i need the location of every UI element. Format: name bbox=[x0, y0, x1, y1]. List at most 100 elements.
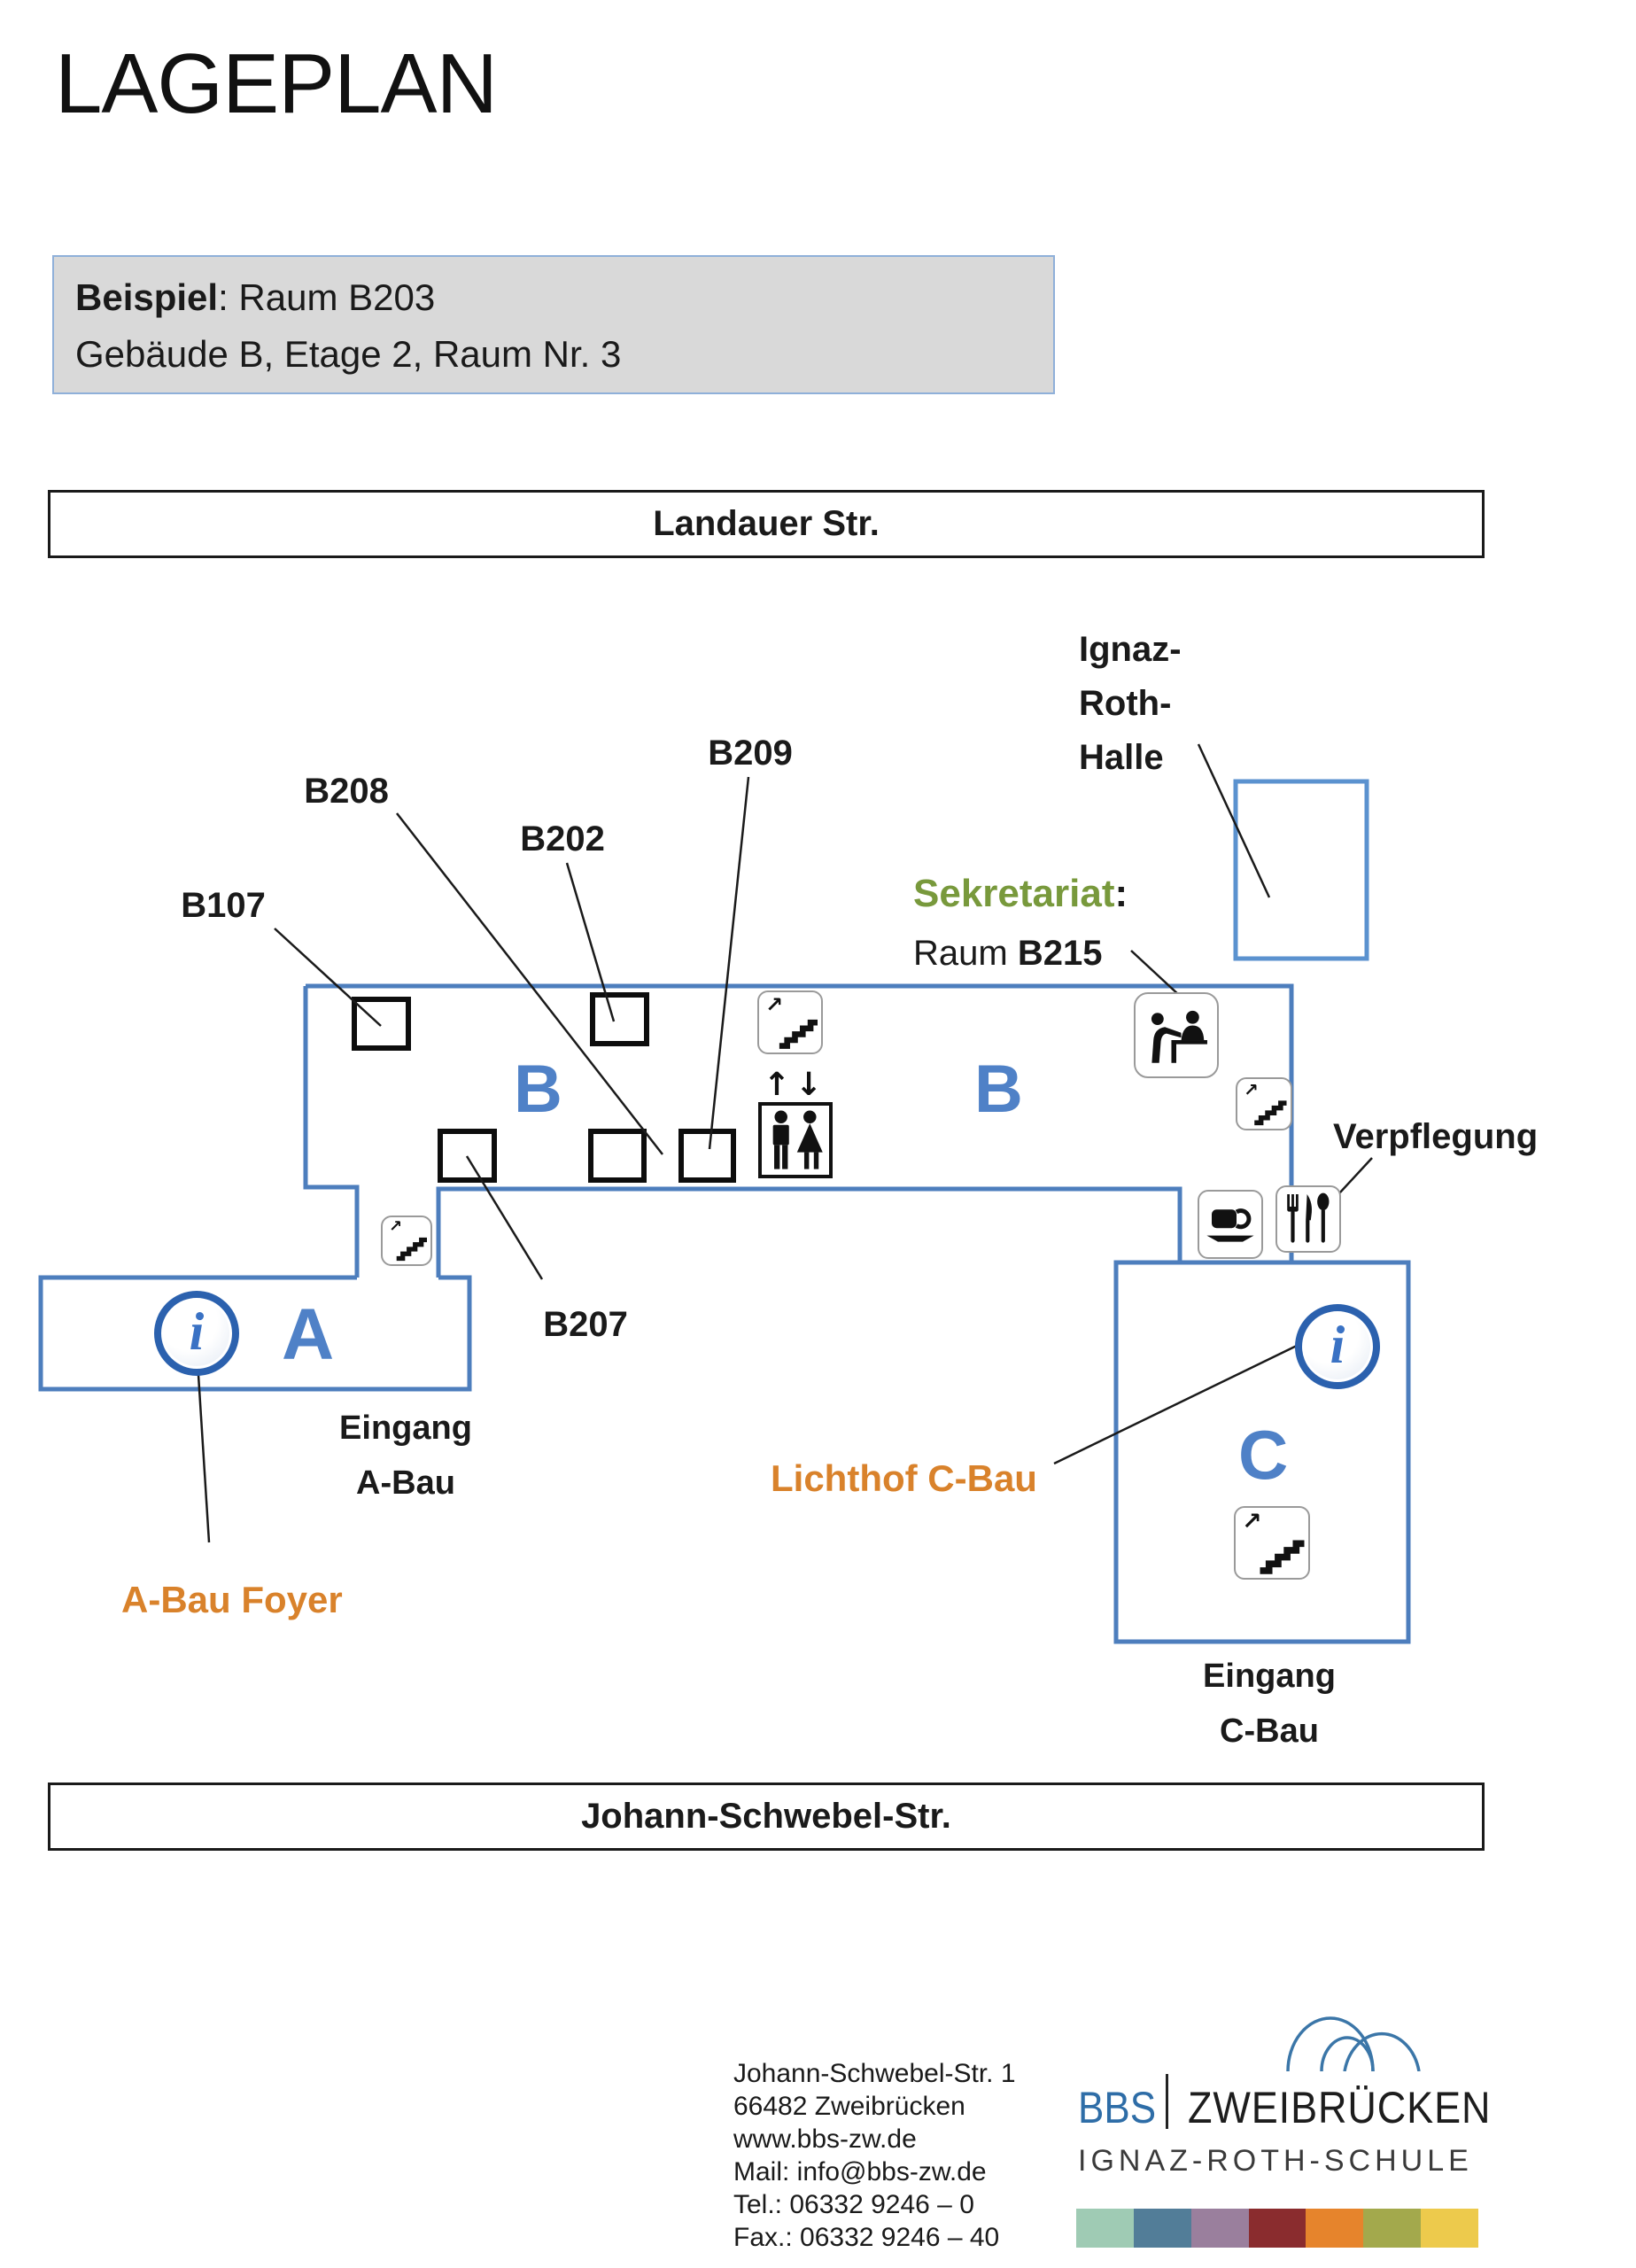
building-b-outline-top-right bbox=[306, 983, 1294, 1262]
stairs-steps-icon bbox=[1254, 1100, 1287, 1126]
lichthof-c-bau-label: Lichthof C-Bau bbox=[771, 1457, 1037, 1499]
address-line: Tel.: 06332 9246 – 0 bbox=[733, 2190, 974, 2219]
page-title: LAGEPLAN bbox=[55, 36, 498, 131]
leader-lines bbox=[197, 743, 1373, 1543]
stairs-arrow-icon: ↗ bbox=[765, 992, 784, 1017]
building-outlines bbox=[38, 983, 1411, 1644]
building-a-outline bbox=[38, 1275, 472, 1392]
ignaz-roth-halle-outline bbox=[1233, 779, 1369, 961]
street-johann-schwebel-label: Johann-Schwebel-Str. bbox=[581, 1797, 951, 1836]
elevator-icon: ↑↓ bbox=[755, 1068, 836, 1178]
building-letter-a: A bbox=[282, 1294, 335, 1375]
strip-segment bbox=[1421, 2209, 1479, 2248]
footer-address: Johann-Schwebel-Str. 1 66482 Zweibrücken… bbox=[733, 2057, 1016, 2254]
leader-b207 bbox=[465, 1155, 544, 1280]
leader-b215 bbox=[1130, 950, 1181, 997]
raum-b215-label: Raum B215 bbox=[913, 934, 1102, 974]
stairs-icon-b-top: ↗ bbox=[757, 990, 823, 1054]
verpflegung-label: Verpflegung bbox=[1333, 1117, 1539, 1156]
leader-halle bbox=[1197, 743, 1271, 898]
stairs-arrow-icon: ↗ bbox=[1244, 1079, 1259, 1100]
street-landauer-label: Landauer Str. bbox=[653, 504, 880, 543]
secretary-desk-glyph bbox=[1151, 1010, 1207, 1063]
room-squares bbox=[352, 992, 736, 1183]
eingang-c-line1: Eingang bbox=[1203, 1658, 1336, 1695]
room-square-b209 bbox=[678, 1129, 736, 1183]
room-label-b209: B209 bbox=[708, 734, 793, 773]
logo-bbs: BBS bbox=[1078, 2083, 1157, 2132]
bbs-bridge-arcs-icon bbox=[1286, 2016, 1421, 2071]
coffee-cup-glyph bbox=[1206, 1208, 1254, 1242]
building-letter-b-left: B bbox=[514, 1052, 562, 1127]
room-square-b202 bbox=[590, 992, 649, 1046]
sekretariat-label: Sekretariat: bbox=[913, 872, 1128, 916]
eingang-c-label: Eingang C-Bau bbox=[1185, 1649, 1353, 1759]
room-square-b207 bbox=[438, 1129, 497, 1183]
leader-b209 bbox=[708, 776, 750, 1150]
leader-b107 bbox=[274, 928, 382, 1027]
eingang-a-line2: A-Bau bbox=[356, 1464, 455, 1502]
logo-divider bbox=[1166, 2074, 1168, 2129]
building-b-outline-left bbox=[303, 986, 360, 1278]
info-glyph: i bbox=[1330, 1315, 1345, 1374]
strip-segment bbox=[1363, 2209, 1422, 2248]
ignaz-roth-halle-label: Ignaz- Roth- Halle bbox=[1079, 623, 1182, 785]
stairs-icon-a-corridor: ↗ bbox=[381, 1216, 432, 1266]
elevator-arrows-icon: ↑↓ bbox=[763, 1067, 828, 1103]
a-bau-foyer-label: A-Bau Foyer bbox=[121, 1579, 343, 1620]
leader-a-foyer bbox=[197, 1374, 211, 1543]
example-line1-rest: : Raum B203 bbox=[218, 276, 436, 318]
room-label-b107: B107 bbox=[181, 886, 266, 925]
stairs-arrow-icon: ↗ bbox=[389, 1217, 403, 1236]
coffee-icon bbox=[1198, 1190, 1263, 1259]
strip-segment bbox=[1190, 2209, 1249, 2248]
address-line: Fax.: 06332 9246 – 40 bbox=[733, 2223, 1000, 2252]
room-label-b208: B208 bbox=[304, 772, 389, 811]
building-letter-b-right: B bbox=[974, 1052, 1023, 1127]
address-line: 66482 Zweibrücken bbox=[733, 2092, 965, 2121]
raum-number: B215 bbox=[1017, 934, 1103, 973]
strip-segment bbox=[1133, 2209, 1191, 2248]
strip-segment bbox=[1076, 2209, 1134, 2248]
sekretariat-colon: : bbox=[1114, 872, 1128, 915]
logo-city: ZWEIBRÜCKEN bbox=[1188, 2083, 1492, 2132]
stairs-steps-icon bbox=[779, 1019, 818, 1049]
strip-segment bbox=[1248, 2209, 1306, 2248]
logo-school: IGNAZ-ROTH-SCHULE bbox=[1078, 2144, 1473, 2178]
stairs-steps-icon bbox=[1260, 1540, 1305, 1574]
info-icon-a: i bbox=[154, 1291, 239, 1376]
address-line: Mail: info@bbs-zw.de bbox=[733, 2157, 987, 2186]
sekretariat-word: Sekretariat bbox=[913, 872, 1115, 915]
leader-b202 bbox=[565, 862, 616, 1022]
street-johann-schwebel-box: Johann-Schwebel-Str. bbox=[48, 1783, 1485, 1851]
halle-line3: Halle bbox=[1079, 738, 1164, 777]
stairs-icon-c: ↗ bbox=[1234, 1506, 1310, 1580]
man-woman-icon bbox=[772, 1110, 823, 1169]
halle-line1: Ignaz- bbox=[1079, 630, 1182, 669]
stairs-steps-icon bbox=[396, 1237, 427, 1262]
example-box: Beispiel: Raum B203 Gebäude B, Etage 2, … bbox=[52, 255, 1055, 394]
room-label-b207: B207 bbox=[543, 1305, 628, 1344]
stairs-icon-b-right: ↗ bbox=[1236, 1077, 1292, 1130]
info-glyph: i bbox=[189, 1301, 205, 1361]
room-square-b107 bbox=[352, 997, 411, 1051]
building-letter-c: C bbox=[1238, 1416, 1289, 1494]
street-landauer-box: Landauer Str. bbox=[48, 490, 1485, 558]
fork-knife-spoon-glyph bbox=[1287, 1192, 1330, 1243]
building-c-outline bbox=[1113, 1260, 1411, 1644]
stairs-arrow-icon: ↗ bbox=[1242, 1508, 1262, 1535]
address-line: Johann-Schwebel-Str. 1 bbox=[733, 2059, 1016, 2088]
eingang-a-label: Eingang A-Bau bbox=[322, 1401, 490, 1511]
room-label-b202: B202 bbox=[520, 819, 605, 858]
eingang-c-line2: C-Bau bbox=[1220, 1713, 1319, 1750]
eingang-a-line1: Eingang bbox=[339, 1410, 472, 1447]
info-icon-c: i bbox=[1295, 1304, 1380, 1389]
secretary-desk-icon bbox=[1134, 992, 1219, 1078]
leader-b208 bbox=[396, 812, 663, 1155]
logo-color-strip bbox=[1076, 2209, 1479, 2248]
example-line2: Gebäude B, Etage 2, Raum Nr. 3 bbox=[75, 333, 622, 375]
halle-line2: Roth- bbox=[1079, 684, 1172, 723]
raum-word: Raum bbox=[913, 934, 1018, 973]
